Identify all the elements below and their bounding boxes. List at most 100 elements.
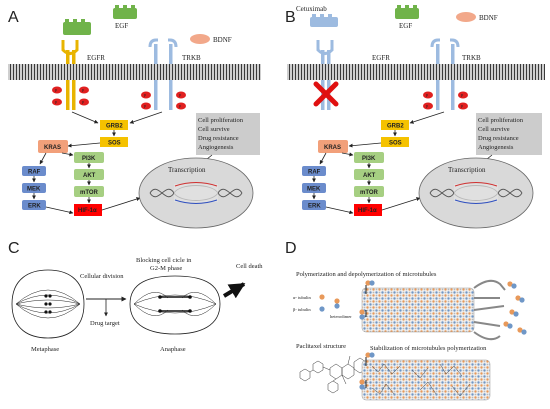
bdnf-ligand-icon <box>190 34 210 44</box>
mek-label-b: MEK <box>307 187 321 193</box>
grb2-box-b <box>381 120 409 130</box>
anaphase-label: Anaphase <box>160 346 186 353</box>
panel-a-letter: A <box>8 9 19 26</box>
metaphase-cell-icon <box>11 269 85 339</box>
cell-death-label: Cell death <box>236 263 263 270</box>
mtor-box <box>74 186 104 197</box>
svg-text:P: P <box>426 93 429 98</box>
grb2-label-b: GRB2 <box>387 124 404 130</box>
microtubule-bottom-icon <box>359 352 491 401</box>
sos-box <box>100 137 128 147</box>
anaphase-cell-icon <box>129 275 221 335</box>
akt-label-b: AKT <box>363 173 376 179</box>
cell-death-arrow <box>222 282 246 299</box>
svg-text:P: P <box>82 100 85 105</box>
egf-label-b: EGF <box>399 22 412 30</box>
cell-membrane-b <box>287 64 545 80</box>
akt-box-b <box>354 169 384 180</box>
pi3k-box-b <box>354 152 384 163</box>
outcome-2: Cell survive <box>198 126 230 133</box>
svg-text:P: P <box>461 104 464 109</box>
svg-text:P: P <box>179 104 182 109</box>
cellular-division-label: Cellular division <box>80 273 124 280</box>
svg-text:P: P <box>82 88 85 93</box>
outcome-3: Drug resistance <box>198 135 239 142</box>
bdnf-ligand-icon-b <box>456 12 476 22</box>
outcome-b-3: Drug resistance <box>478 135 519 142</box>
svg-text:P: P <box>461 93 464 98</box>
paclitaxel-label: Paclitaxel structure <box>296 343 346 350</box>
pi3k-label-b: PI3K <box>362 156 376 162</box>
hif-box <box>74 204 102 216</box>
bdnf-label-b: BDNF <box>479 14 498 22</box>
hif-label: HIF-1α <box>78 208 97 214</box>
svg-text:P: P <box>426 104 429 109</box>
trkb-phospho-sites-b: P P P P <box>423 91 468 110</box>
transcription-label-b: Transcription <box>448 166 486 174</box>
pi3k-label: PI3K <box>82 156 96 162</box>
drug-target-label: Drug target <box>90 320 120 327</box>
outcome-box-b <box>476 113 542 155</box>
panel-c: C Metaphase Cellular division Drug targe… <box>8 240 263 353</box>
raf-label-b: RAF <box>308 170 321 176</box>
grb2-label: GRB2 <box>106 124 123 130</box>
raf-label: RAF <box>28 170 41 176</box>
akt-box <box>74 169 104 180</box>
blocking-label-1: Blocking cell cicle in <box>136 257 192 264</box>
svg-text:P: P <box>55 100 58 105</box>
outcome-4: Angiogenesis <box>198 144 234 151</box>
kras-box-b <box>318 140 348 153</box>
tubulin-legend: α- tubulin β- tubulin heterodimer <box>293 294 352 319</box>
alpha-tubulin-label: α- tubulin <box>293 295 311 300</box>
metaphase-label: Metaphase <box>31 346 59 353</box>
dna-icon <box>149 182 243 204</box>
egf-ligand-icon-b <box>395 5 419 19</box>
microtubule-top-icon <box>359 279 527 341</box>
kras-label: KRAS <box>44 145 61 151</box>
hif-box-b <box>354 204 382 216</box>
kras-box <box>38 140 68 153</box>
egf-ligand-icon <box>63 19 91 35</box>
raf-box <box>22 166 46 176</box>
egf-label: EGF <box>115 22 128 30</box>
beta-tubulin-label: β- tubulin <box>293 307 311 312</box>
egfr-phospho-sites: P P P P <box>52 86 89 106</box>
mtor-label: mTOR <box>80 190 99 196</box>
outcome-b-4: Angiogenesis <box>478 144 514 151</box>
svg-text:P: P <box>179 93 182 98</box>
panel-a: A EGF BDNF EGFR <box>8 5 261 229</box>
outcome-b-2: Cell survive <box>478 126 510 133</box>
dna-icon-b <box>429 182 523 204</box>
erk-box <box>22 200 46 210</box>
paclitaxel-structure-icon <box>299 355 373 394</box>
mtor-box-b <box>354 186 384 197</box>
akt-label: AKT <box>83 173 96 179</box>
pi3k-box <box>74 152 104 163</box>
svg-text:P: P <box>55 88 58 93</box>
mek-box-b <box>302 183 326 193</box>
mtor-label-b: mTOR <box>360 190 379 196</box>
erk-label: ERK <box>28 204 41 210</box>
kras-label-b: KRAS <box>324 145 341 151</box>
erk-box-b <box>302 200 326 210</box>
grb2-box <box>100 120 128 130</box>
bdnf-label: BDNF <box>213 36 232 44</box>
polymerization-title: Polymerization and depolymerization of m… <box>296 271 437 278</box>
outcome-1: Cell proliferation <box>198 117 244 124</box>
svg-text:P: P <box>144 104 147 109</box>
cell-membrane <box>8 64 261 80</box>
outcome-b-1: Cell proliferation <box>478 117 524 124</box>
cetuximab-label: Cetuximab <box>296 5 327 13</box>
egfr-label-b: EGFR <box>372 54 390 62</box>
blocking-label-2: G2-M phase <box>150 265 182 272</box>
trkb-label: TRKB <box>182 54 201 62</box>
heterodimer-label: heterodimer <box>330 314 352 319</box>
stabilization-title: Stabilization of microtubules polymeriza… <box>370 345 487 352</box>
svg-text:P: P <box>144 93 147 98</box>
hif-label-b: HIF-1α <box>358 208 377 214</box>
block-x-icon <box>313 81 339 107</box>
mek-box <box>22 183 46 193</box>
erk-label-b: ERK <box>308 204 321 210</box>
trkb-phospho-sites: P P P P <box>141 91 186 110</box>
sos-label: SOS <box>108 141 121 147</box>
